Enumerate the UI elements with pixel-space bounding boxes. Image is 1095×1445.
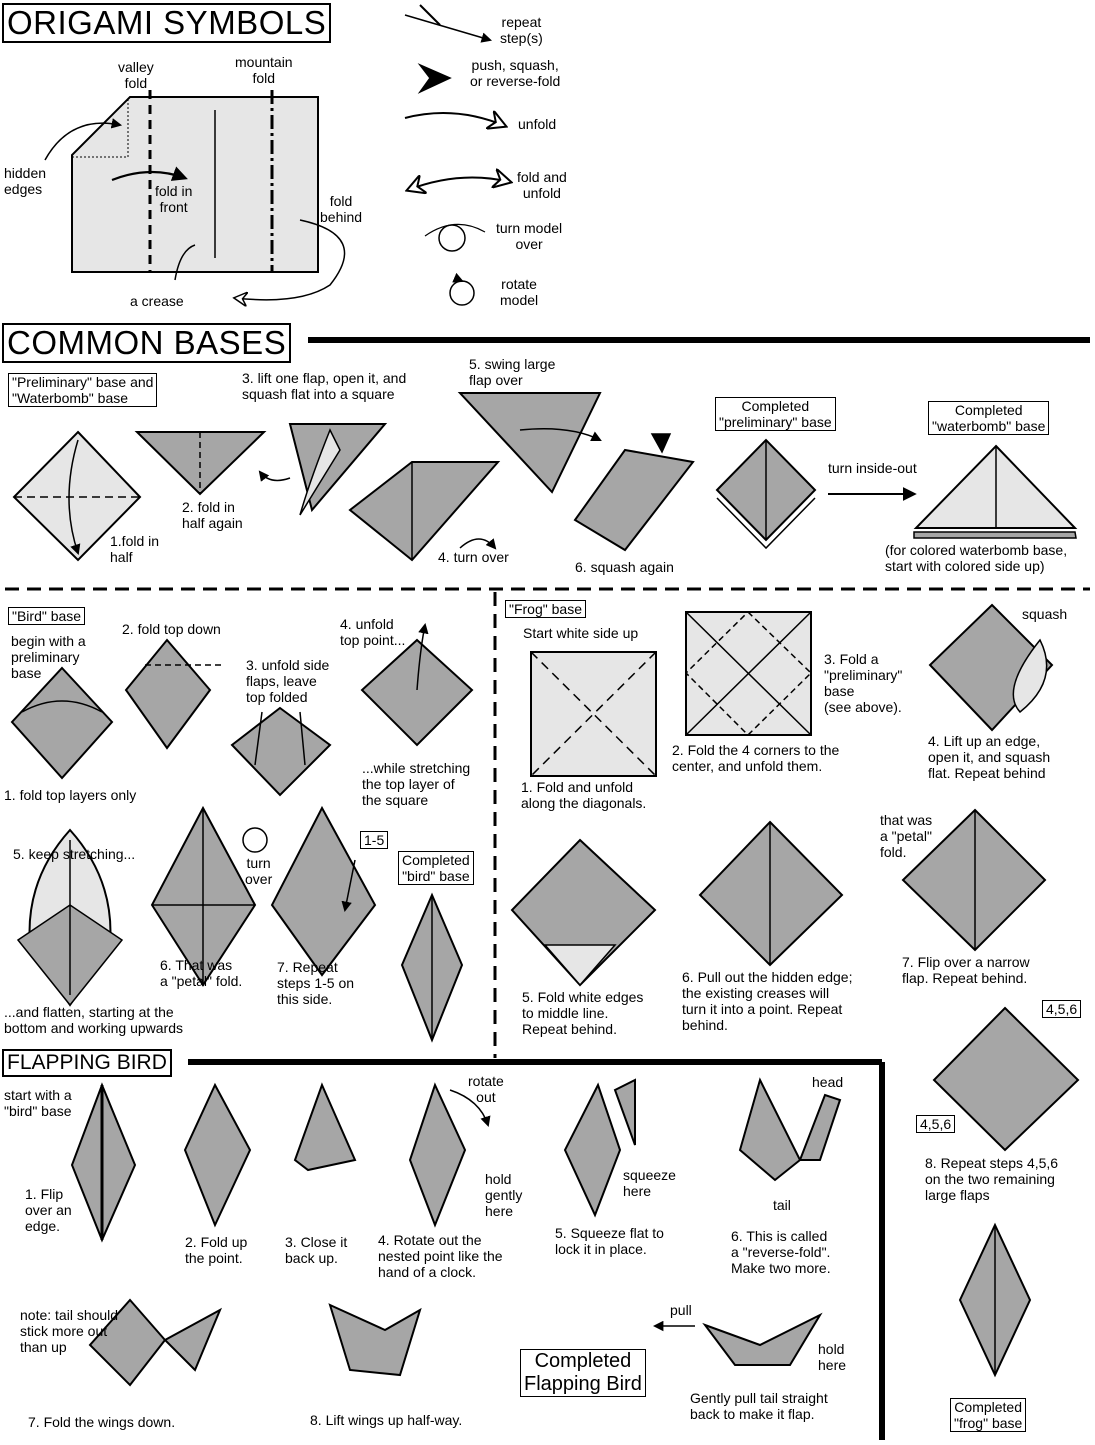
preliminary-steps <box>12 392 1078 562</box>
bird-step-5: 5. keep stretching... <box>13 846 136 862</box>
bird-repeat-tag: 1-5 <box>360 831 389 849</box>
symbol-key-sheet <box>44 90 346 300</box>
page-title: ORIGAMI SYMBOLS <box>2 3 332 43</box>
bird-turn-over: turn over <box>245 855 273 887</box>
label-frog-base: "Frog" base <box>505 600 586 618</box>
bird-stretching: ...while stretching the top layer of the… <box>362 760 471 808</box>
fb-gently: Gently pull tail straight back to make i… <box>690 1390 828 1422</box>
fb-step-8: 8. Lift wings up half-way. <box>310 1412 463 1428</box>
label-mountain-fold: mountain fold <box>235 54 293 86</box>
heading-common-bases: COMMON BASES <box>2 323 292 363</box>
frog-step-2: 2. Fold the 4 corners to the center, and… <box>672 742 840 774</box>
fb-tail: tail <box>773 1197 791 1213</box>
label-preliminary-waterbomb: "Preliminary" base and "Waterbomb" base <box>8 373 158 407</box>
fb-rotate-out: rotate out <box>468 1073 504 1105</box>
label-completed-frog: Completed "frog" base <box>950 1398 1027 1432</box>
label-completed-flapping-bird: Completed Flapping Bird <box>520 1349 646 1397</box>
bird-step-1: 1. fold top layers only <box>4 787 137 803</box>
label-bird-base: "Bird" base <box>8 607 86 625</box>
fb-step-6: 6. This is called a "reverse-fold". Make… <box>731 1228 831 1276</box>
frog-step-3: 3. Fold a "preliminary" base (see above)… <box>824 651 903 715</box>
fb-step-7: 7. Fold the wings down. <box>28 1414 176 1430</box>
bird-flatten: ...and flatten, starting at the bottom a… <box>4 1004 183 1036</box>
cb-step-3: 3. lift one flap, open it, and squash fl… <box>242 370 407 402</box>
fb-squeeze: squeeze here <box>623 1167 676 1199</box>
bird-step-2: 2. fold top down <box>122 621 221 637</box>
cb-step-4: 4. turn over <box>438 549 509 565</box>
label-unfold: unfold <box>518 116 557 132</box>
label-turn-inside-out: turn inside-out <box>828 460 917 476</box>
label-hidden-edges: hidden edges <box>4 165 47 197</box>
frog-step-1: 1. Fold and unfold along the diagonals. <box>521 779 647 811</box>
fb-head: head <box>812 1074 844 1090</box>
fb-step-4: 4. Rotate out the nested point like the … <box>378 1232 503 1280</box>
label-rotate: rotate model <box>500 276 539 308</box>
bird-step-6: 6. That was a "petal" fold. <box>160 957 243 989</box>
fb-step-5: 5. Squeeze flat to lock it in place. <box>555 1225 664 1257</box>
cb-step-5: 5. swing large flap over <box>469 356 556 388</box>
fb-step-2: 2. Fold up the point. <box>185 1234 248 1266</box>
fb-note: note: tail should stick more out than up <box>20 1307 119 1355</box>
label-push: push, squash, or reverse-fold <box>470 57 561 89</box>
label-fold-unfold: fold and unfold <box>517 169 567 201</box>
frog-step-7: 7. Flip over a narrow flap. Repeat behin… <box>902 954 1030 986</box>
bird-base-steps <box>10 622 474 1043</box>
label-completed-preliminary: Completed "preliminary" base <box>715 397 836 431</box>
label-fold-behind: fold behind <box>320 193 363 225</box>
label-valley-fold: valley fold <box>118 59 154 91</box>
frog-step-4: 4. Lift up an edge, open it, and squash … <box>928 733 1051 781</box>
cb-step-2: 2. fold in half again <box>182 499 243 531</box>
frog-base-steps <box>510 603 1080 1378</box>
heading-flapping-bird: FLAPPING BIRD <box>2 1049 172 1077</box>
cb-step-1: 1.fold in half <box>110 533 160 565</box>
fb-step-1: 1. Flip over an edge. <box>25 1186 72 1234</box>
label-turn-over: turn model over <box>496 220 563 252</box>
bird-step-3: 3. unfold side flaps, leave top folded <box>246 657 330 705</box>
frog-tag-b: 4,5,6 <box>916 1115 956 1133</box>
frog-petal-note: that was a "petal" fold. <box>880 812 933 860</box>
flapping-bird-steps <box>70 1077 842 1387</box>
frog-step-6: 6. Pull out the hidden edge; the existin… <box>682 969 853 1033</box>
cb-step-6: 6. squash again <box>575 559 674 575</box>
fb-start: start with a "bird" base <box>4 1087 72 1119</box>
fb-hold-gently: hold gently here <box>485 1171 523 1219</box>
label-fold-in-front: fold in front <box>155 183 193 215</box>
label-completed-bird: Completed "bird" base <box>398 851 474 885</box>
waterbomb-note: (for colored waterbomb base, start with … <box>885 542 1068 574</box>
label-repeat: repeat step(s) <box>500 14 543 46</box>
bird-begin: begin with a preliminary base <box>11 633 86 681</box>
fb-hold-here: hold here <box>818 1341 847 1373</box>
frog-squash: squash <box>1022 606 1068 622</box>
symbol-icons <box>405 4 510 306</box>
label-a-crease: a crease <box>130 293 184 309</box>
frog-start: Start white side up <box>523 625 639 641</box>
fb-pull: pull <box>670 1302 692 1318</box>
bird-step-4: 4. unfold top point... <box>340 616 406 648</box>
label-completed-waterbomb: Completed "waterbomb" base <box>928 401 1050 435</box>
bird-step-7: 7. Repeat steps 1-5 on this side. <box>277 959 355 1007</box>
fb-step-3: 3. Close it back up. <box>285 1234 348 1266</box>
frog-step-5: 5. Fold white edges to middle line. Repe… <box>522 989 644 1037</box>
frog-step-8: 8. Repeat steps 4,5,6 on the two remaini… <box>925 1155 1059 1203</box>
frog-tag-a: 4,5,6 <box>1042 1000 1082 1018</box>
